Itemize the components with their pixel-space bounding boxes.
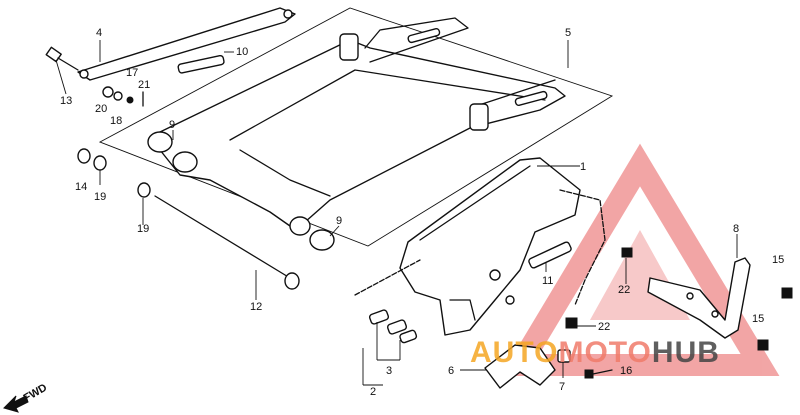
- leader-lines: [55, 40, 738, 386]
- chain-guide-6: [484, 344, 556, 389]
- callout-20: 20: [95, 103, 107, 115]
- callout-13: 13: [60, 95, 72, 107]
- bolts-misc: [557, 247, 793, 379]
- plate-10: [177, 54, 225, 74]
- callout-2: 2: [370, 386, 376, 398]
- callout-16: 16: [620, 365, 632, 377]
- callout-14: 14: [75, 181, 87, 193]
- callout-15b: 15: [752, 313, 764, 325]
- master-link: [368, 309, 418, 344]
- fwd-label: FWD: [22, 382, 50, 405]
- chain-slider-11: [528, 241, 572, 269]
- callout-11: 11: [542, 275, 553, 287]
- swingarm-body: [147, 17, 566, 251]
- callout-22b: 22: [598, 321, 610, 333]
- callout-6: 6: [448, 365, 454, 377]
- callout-15a: 15: [772, 254, 784, 266]
- callout-22a: 22: [618, 284, 630, 296]
- callout-21: 21: [138, 79, 150, 91]
- washers-pivot: [77, 148, 151, 198]
- callout-5: 5: [565, 27, 571, 39]
- callout-1: 1: [580, 161, 586, 173]
- drive-chain: [354, 189, 606, 306]
- callout-9a: 9: [169, 119, 175, 131]
- callout-12: 12: [250, 301, 262, 313]
- chain-case: [399, 157, 581, 336]
- watermark-brand: AUTOMOTOHUB: [470, 336, 720, 369]
- callout-19a: 19: [94, 191, 106, 203]
- watermark-text: AUTOMOTOHUB: [470, 336, 720, 369]
- washers-small: [102, 86, 144, 107]
- callout-9b: 9: [336, 215, 342, 227]
- brake-stay-8: [647, 257, 751, 339]
- callout-7: 7: [559, 381, 565, 393]
- fwd-arrow: [3, 395, 29, 413]
- callout-3: 3: [386, 365, 392, 377]
- callout-8: 8: [733, 223, 739, 235]
- pivot-bolt-12: [154, 195, 300, 290]
- chain-case-strap: [77, 7, 296, 81]
- callout-4: 4: [96, 27, 102, 39]
- callout-labels: 1 2 3 4 5 6 7 8 9 9 10 11 12 13 14 15 15…: [60, 27, 784, 398]
- bolt-13: [45, 46, 79, 71]
- callout-10: 10: [236, 46, 248, 58]
- callout-18: 18: [110, 115, 122, 127]
- callout-19b: 19: [137, 223, 149, 235]
- callout-17: 17: [126, 67, 138, 79]
